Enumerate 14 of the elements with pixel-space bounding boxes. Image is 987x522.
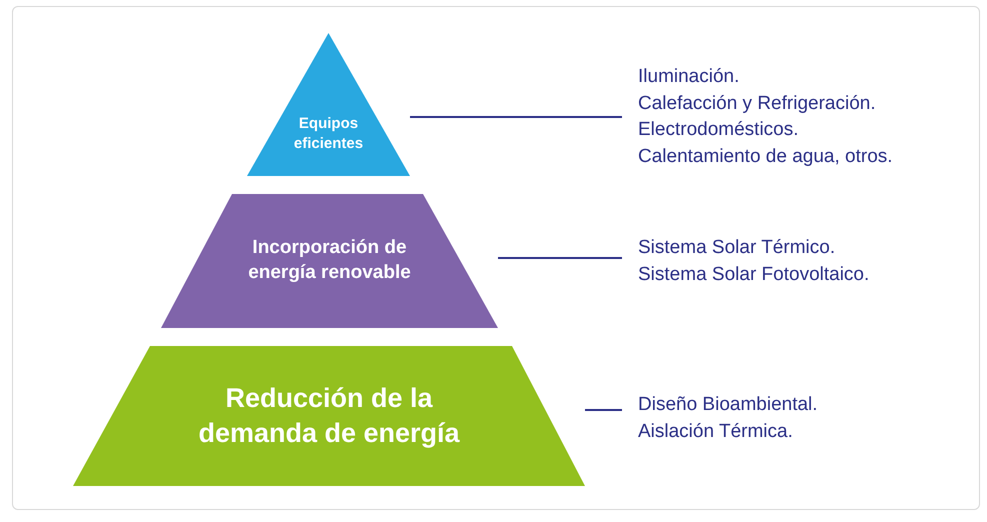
connector-line — [498, 257, 622, 259]
list-item: Electrodomésticos. — [638, 118, 800, 142]
connector-line — [585, 409, 622, 411]
list-item: Calefacción y Refrigeración. — [638, 92, 877, 116]
tier-label: Incorporación de energía renovable — [247, 236, 412, 285]
tier-label: Equipos eficientes — [292, 114, 364, 153]
connector-line — [410, 116, 622, 118]
list-item: Calentamiento de agua, otros. — [638, 144, 893, 168]
list-item: Sistema Solar Fotovoltaico. — [638, 262, 870, 286]
list-item: Aislación Térmica. — [638, 420, 794, 444]
list-item: Iluminación. — [638, 65, 740, 89]
tier-label: Reducción de la demanda de energía — [197, 382, 461, 450]
list-item: Diseño Bioambiental. — [638, 393, 818, 417]
list-item: Sistema Solar Térmico. — [638, 236, 836, 260]
